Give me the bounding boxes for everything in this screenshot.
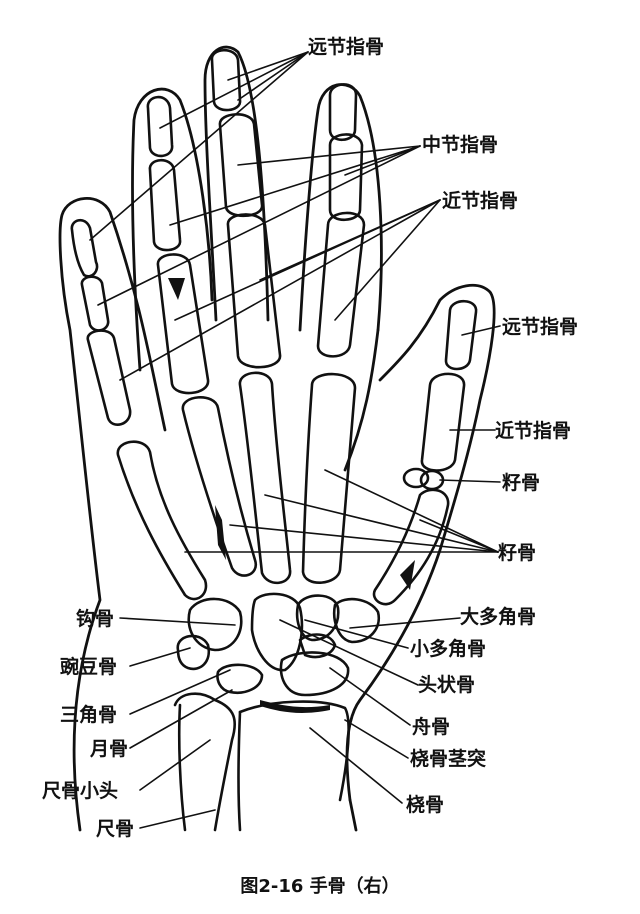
forearm-bones [173, 692, 350, 832]
label-sesamoid-group: 籽骨 [498, 542, 537, 564]
little-finger-bones [70, 218, 208, 601]
shading [168, 278, 415, 713]
hand-outline [58, 45, 496, 832]
label-lunate: 月骨 [90, 738, 129, 760]
label-middle-phalanges: 中节指骨 [422, 134, 499, 156]
leader-lines [89, 51, 501, 829]
label-thumb-proximal-phalanx: 近节指骨 [495, 420, 572, 442]
label-sesamoid-thumb: 籽骨 [502, 472, 541, 494]
label-ulnar-head: 尺骨小头 [42, 780, 119, 802]
index-finger-bones [301, 83, 366, 584]
ring-finger-bones [146, 95, 258, 577]
label-triquetrum: 三角骨 [60, 704, 118, 726]
label-radius: 桡骨 [406, 794, 445, 816]
label-thumb-distal-phalanx: 远节指骨 [502, 316, 579, 338]
label-capitate: 头状骨 [418, 674, 476, 696]
label-ulna: 尺骨 [96, 818, 135, 840]
label-trapezium: 大多角骨 [460, 606, 537, 628]
figure-caption: 图2-16 手骨（右） [240, 876, 400, 897]
label-proximal-phalanges: 近节指骨 [442, 190, 519, 212]
label-distal-phalanges: 远节指骨 [308, 36, 385, 58]
label-scaphoid: 舟骨 [412, 716, 451, 738]
thumb-bones [372, 299, 478, 606]
label-trapezoid: 小多角骨 [410, 638, 487, 660]
middle-finger-bones [210, 48, 292, 585]
label-hamate: 钩骨 [76, 608, 115, 630]
label-pisiform: 豌豆骨 [60, 656, 118, 678]
label-radial-styloid: 桡骨茎突 [410, 748, 487, 770]
